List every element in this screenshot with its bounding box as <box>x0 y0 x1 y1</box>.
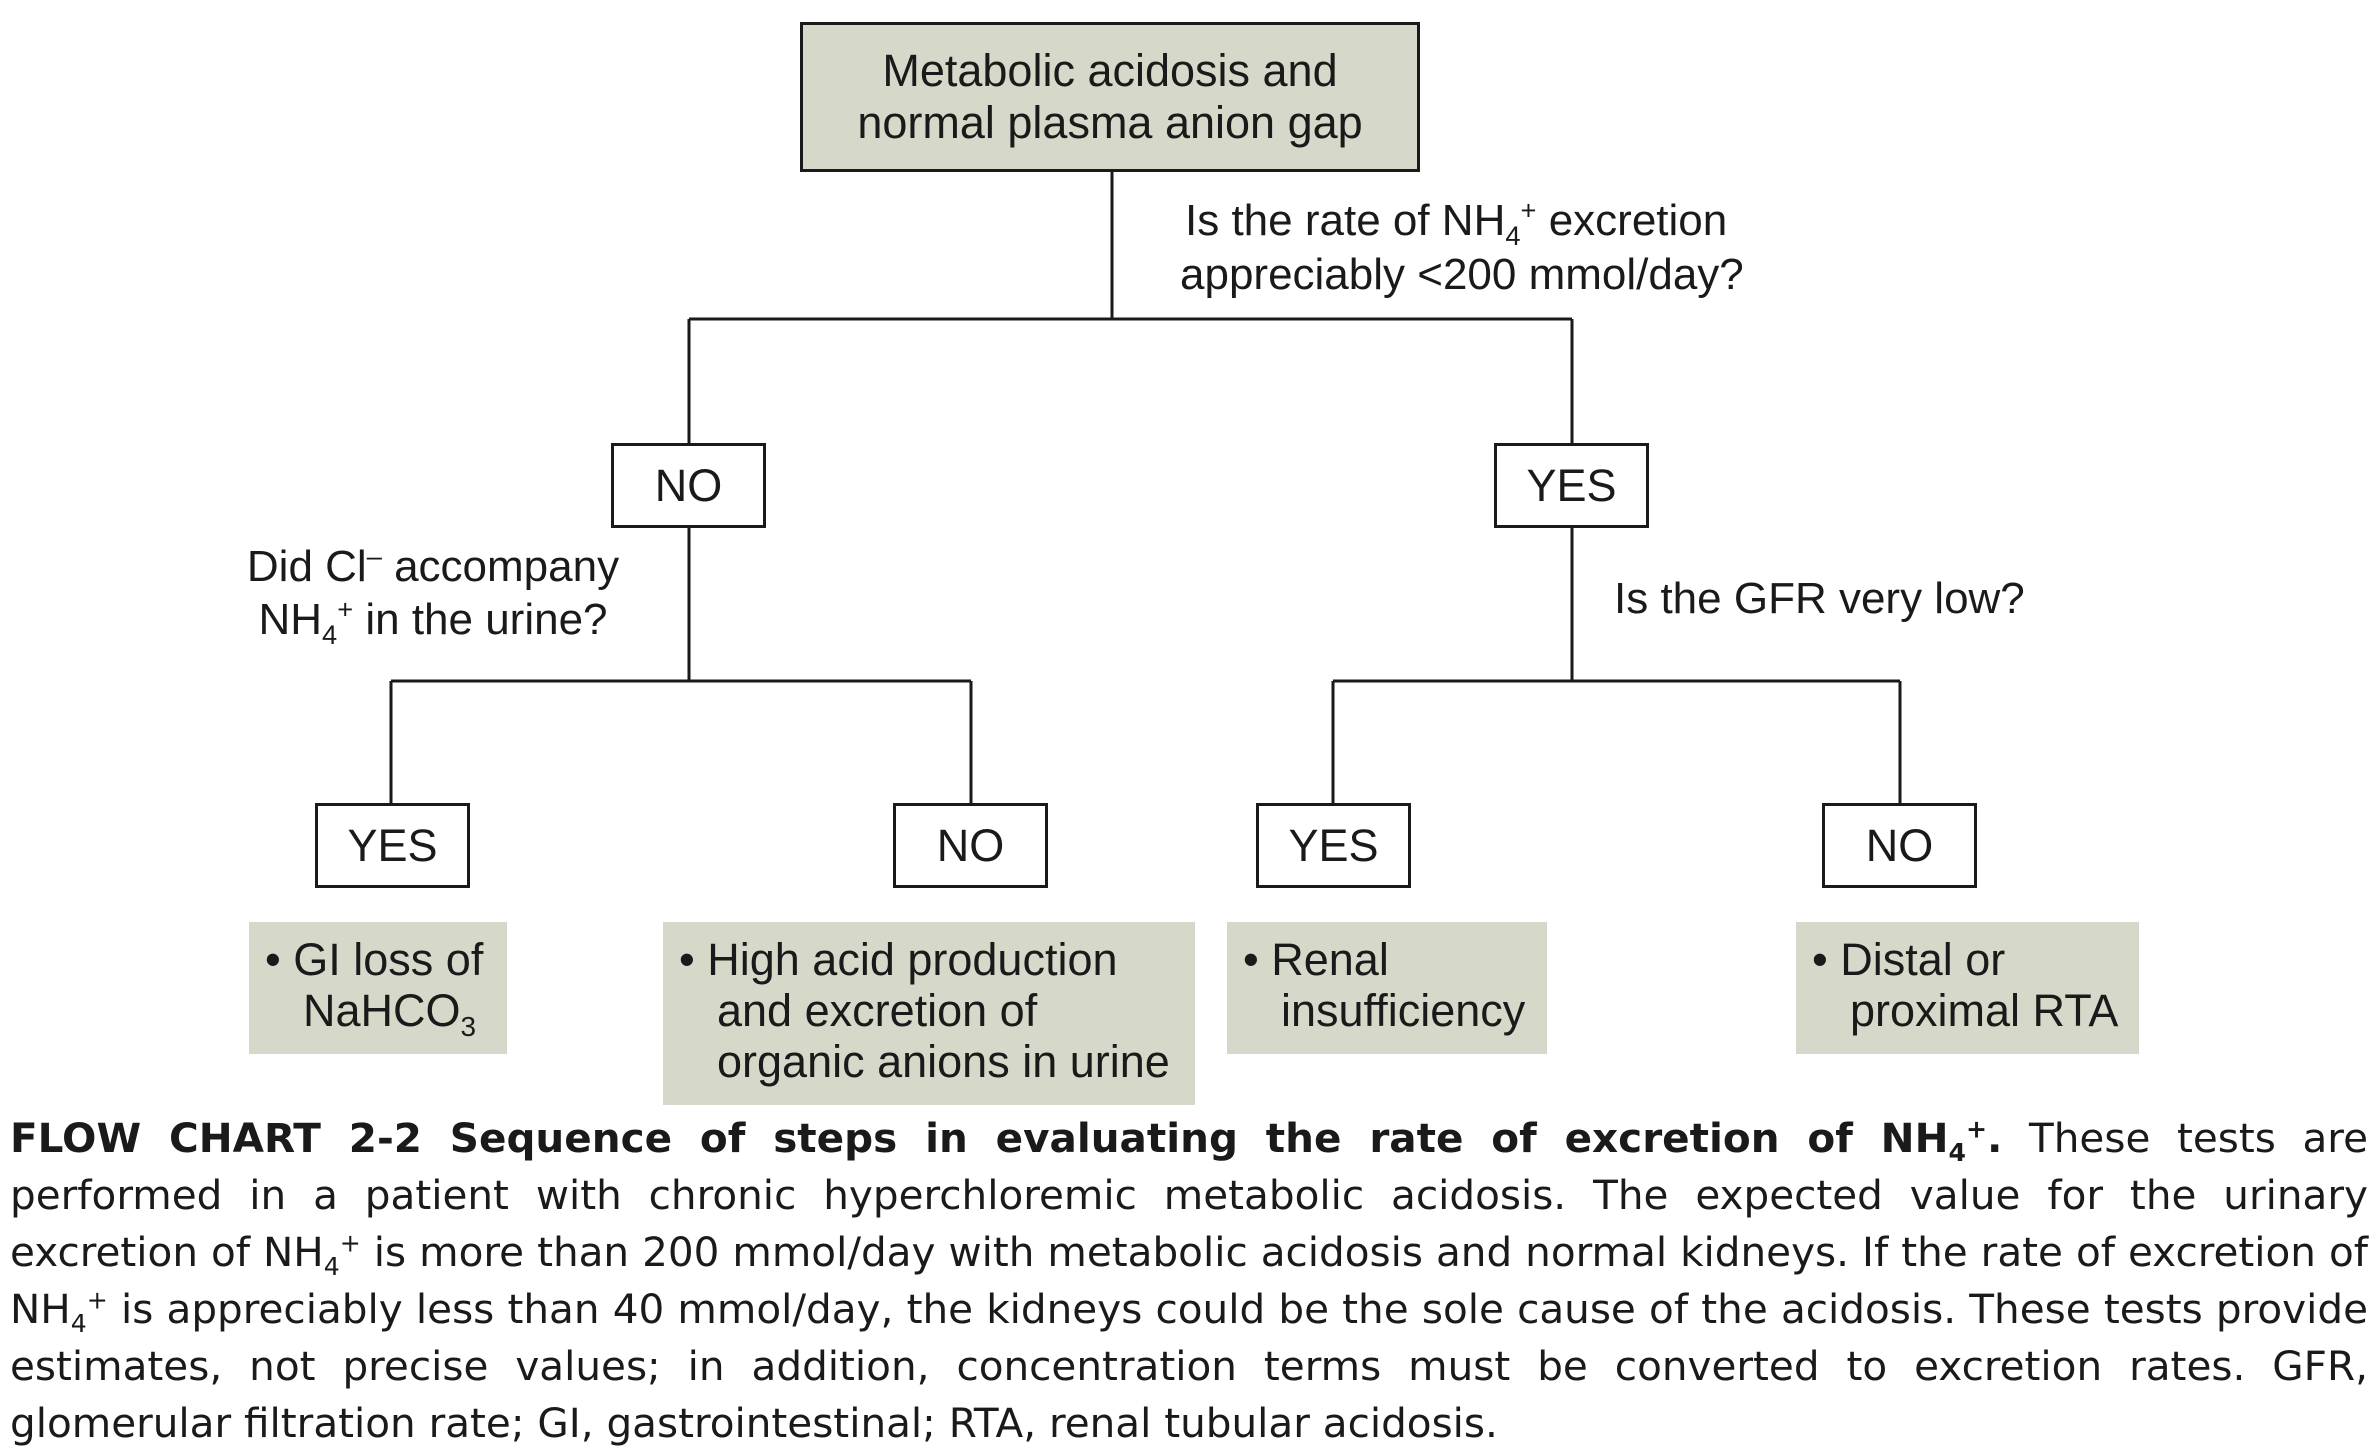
question-gfr-low: Is the GFR very low? <box>1614 574 2025 623</box>
question-nh4-rate: Is the rate of NH4+ excretion appreciabl… <box>1180 194 1744 299</box>
node-yes-level1: YES <box>1494 443 1649 528</box>
root-line2: normal plasma anion gap <box>857 97 1363 148</box>
node-leaf-yes-2: YES <box>1256 803 1411 888</box>
question-cl-accompany: Did Cl– accompany NH4+ in the urine? <box>246 540 620 650</box>
result-renal-insufficiency: • Renal insufficiency <box>1227 922 1547 1054</box>
figure-caption: FLOW CHART 2-2 Sequence of steps in eval… <box>10 1114 2368 1447</box>
caption-label: FLOW CHART 2-2 Sequence of steps in eval… <box>10 1114 2003 1168</box>
node-leaf-yes-1: YES <box>315 803 470 888</box>
result-high-acid: • High acid production and excretion of … <box>663 922 1195 1105</box>
root-node: Metabolic acidosis and normal plasma ani… <box>800 22 1420 172</box>
connector-lines <box>389 172 1902 803</box>
node-leaf-no-1: NO <box>893 803 1048 888</box>
root-line1: Metabolic acidosis and <box>882 45 1338 96</box>
result-gi-loss: • GI loss of NaHCO3 <box>249 922 507 1054</box>
node-leaf-no-2: NO <box>1822 803 1977 888</box>
flow-chart: Metabolic acidosis and normal plasma ani… <box>246 22 2139 1105</box>
node-no-level1: NO <box>611 443 766 528</box>
result-rta: • Distal or proximal RTA <box>1796 922 2139 1054</box>
